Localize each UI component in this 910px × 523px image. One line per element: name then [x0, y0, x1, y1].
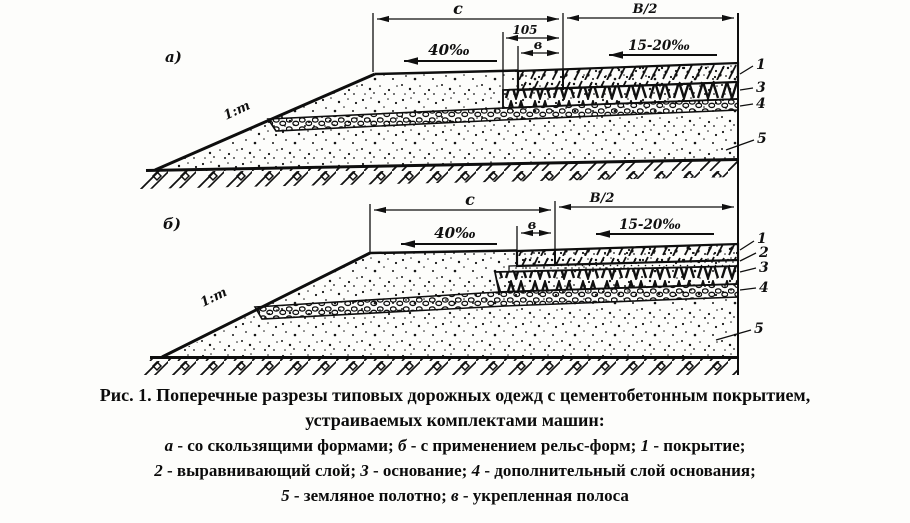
- legend-text: - покрытие;: [649, 436, 746, 455]
- ground-strip-a: [138, 159, 738, 189]
- caption-legend-line1: а - со скользящими формами; б - с примен…: [0, 433, 910, 458]
- callout-4-b: 4: [759, 280, 769, 296]
- callout-3-b: 3: [759, 260, 769, 276]
- legend-text: - укрепленная полоса: [458, 486, 629, 505]
- figure-caption: Рис. 1. Поперечные разрезы типовых дорож…: [0, 383, 910, 508]
- legend-marker: 5: [281, 486, 290, 505]
- section-a: а) 1:m c 105 в В/2 40‰ 15-20‰ 1 3 4 5: [138, 0, 767, 189]
- dim-half-width-b: В/2: [589, 191, 615, 206]
- caption-legend-line2: 2 - выравнивающий слой; 3 - основание; 4…: [0, 458, 910, 483]
- dim-c-b: c: [465, 190, 475, 209]
- legend-marker: 3: [360, 461, 369, 480]
- callout-1-b: 1: [757, 231, 767, 247]
- slope-value-pavement-a: 15-20‰: [628, 38, 690, 54]
- panel-label-b: б): [163, 215, 181, 233]
- dim-v-a: в: [534, 38, 543, 53]
- callout-3-a: 3: [756, 80, 766, 96]
- legend-marker: в: [451, 486, 459, 505]
- legend-marker: 2: [154, 461, 163, 480]
- legend-text: - земляное полотно;: [289, 486, 452, 505]
- legend-text: - дополнительный слой основания;: [480, 461, 756, 480]
- slope-line-a: [154, 72, 376, 172]
- ground-strip-b: [142, 357, 738, 375]
- legend-marker: а: [164, 436, 174, 455]
- slope-value-shoulder-b: 40‰: [434, 224, 476, 242]
- dim-half-width-a: В/2: [632, 2, 658, 17]
- callout-2-b: 2: [758, 245, 769, 261]
- shoulder-line-b: [369, 249, 518, 255]
- legend-text: - основание;: [368, 461, 472, 480]
- slope-value-pavement-b: 15-20‰: [619, 217, 681, 233]
- slope-value-shoulder-a: 40‰: [428, 41, 470, 59]
- dim-105-a: 105: [512, 23, 537, 37]
- slope-ratio-a: 1:m: [221, 98, 252, 123]
- slope-ratio-b: 1:m: [198, 285, 229, 311]
- slope-line-b: [161, 251, 371, 359]
- legend-marker: 4: [471, 461, 481, 480]
- callout-5-b: 5: [754, 321, 764, 337]
- caption-title-line2: устраиваемых комплектами машин:: [305, 410, 605, 430]
- caption-title-line1: Рис. 1. Поперечные разрезы типовых дорож…: [99, 385, 811, 405]
- legend-text: - выравнивающий слой;: [162, 461, 361, 480]
- dim-v-b: в: [528, 218, 537, 233]
- callout-5-a: 5: [757, 131, 767, 147]
- callout-4-a: 4: [756, 96, 766, 112]
- road-cross-sections-drawing: а) 1:m c 105 в В/2 40‰ 15-20‰ 1 3 4 5: [138, 0, 769, 375]
- dim-c-a: c: [453, 0, 463, 18]
- section-b: б) 1:m c в В/2 40‰ 15-20‰ 1 2 3 4 5: [142, 190, 769, 375]
- shoulder-line-a: [374, 69, 519, 76]
- legend-marker: б: [397, 436, 407, 455]
- legend-text: - с применением рельс-форм;: [406, 436, 641, 455]
- legend-text: - со скользящими формами;: [173, 436, 398, 455]
- legend-marker: 1: [640, 436, 650, 455]
- callout-1-a: 1: [756, 57, 766, 73]
- panel-label-a: а): [165, 48, 182, 66]
- caption-legend-line3: 5 - земляное полотно; в - укрепленная по…: [0, 483, 910, 508]
